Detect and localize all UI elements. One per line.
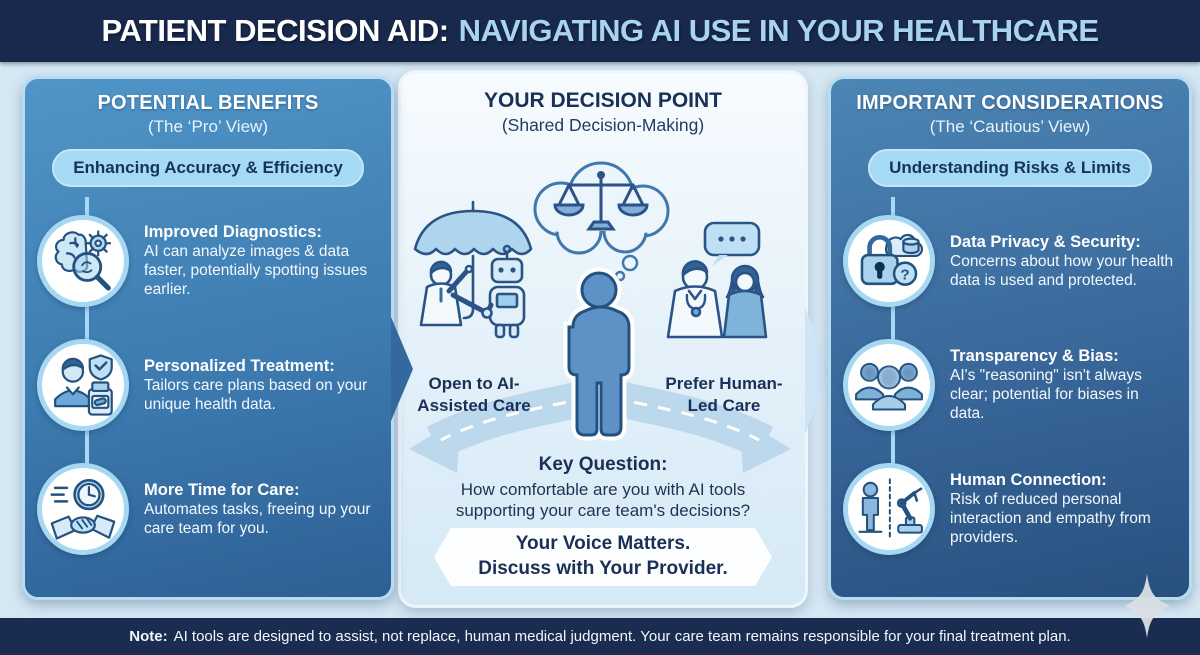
considerations-items: ? Data Privacy & Security: Concerns abou… [831,207,1189,563]
benefits-title: POTENTIAL BENEFITS [97,92,319,114]
header-bar: PATIENT DECISION AID: NAVIGATING AI USE … [0,0,1200,62]
decision-subtitle: (Shared Decision-Making) [501,115,705,135]
benefits-panel-header: POTENTIAL BENEFITS (The ‘Pro’ View) Enha… [25,79,391,187]
footer-note-bar: Note: AI tools are designed to assist, n… [0,618,1200,655]
consideration-item-connection: Human Connection: Risk of reduced person… [831,455,1189,563]
consideration-body: Risk of reduced personal interaction and… [950,491,1151,547]
path-label-human: Prefer Human-Led Care [665,374,783,416]
benefits-subtitle: (The ‘Pro’ View) [148,117,268,136]
note-text: AI tools are designed to assist, not rep… [173,628,1071,645]
key-question-label: Key Question: [538,454,668,475]
balance-scale-thought-bubble [533,161,670,282]
benefit-body: Tailors care plans based on your unique … [144,376,368,413]
blurred-people-icon [855,362,923,411]
consideration-title: Data Privacy & Security: [950,232,1141,251]
benefit-body: AI can analyze images & data faster, pot… [144,243,368,299]
benefit-title: Improved Diagnostics: [144,223,322,242]
considerations-panel-header: IMPORTANT CONSIDERATIONS (The ‘Cautious’… [831,79,1189,187]
clock-handshake-icon [50,479,116,540]
decision-title: YOUR DECISION POINT [483,89,723,112]
page-title: PATIENT DECISION AID: [101,13,449,48]
note-label: Note: [129,628,168,645]
benefit-item-diagnostics: Improved Diagnostics: AI can analyze ima… [25,207,391,315]
sparkle-icon [1124,574,1170,638]
voice-matters-banner: Your Voice Matters. Discuss with Your Pr… [434,528,772,586]
page-title-highlight: NAVIGATING AI USE IN YOUR HEALTHCARE [458,13,1099,48]
consideration-item-transparency: Transparency & Bias: AI's "reasoning" is… [831,331,1189,439]
benefit-item-time: More Time for Care: Automates tasks, fre… [25,455,391,563]
patient-figure [563,267,635,441]
benefit-item-personalized: Personalized Treatment: Tailors care pla… [25,331,391,439]
ai-assisted-scene [413,200,533,339]
doctor-shield-medication-icon [54,354,113,416]
path-label-ai: Open to AI-Assisted Care [417,374,531,416]
question-mark-glyph: ? [900,267,909,284]
key-question: Key Question: How comfortable are you wi… [401,454,805,522]
banner-line2: Discuss with Your Provider. [478,558,728,579]
benefits-pill: Enhancing Accuracy & Efficiency [52,149,364,187]
consideration-item-privacy: ? Data Privacy & Security: Concerns abou… [831,207,1189,315]
padlock-cloud-data-question-icon: ? [860,233,924,286]
key-question-text: How comfortable are you with AI tools su… [455,480,751,521]
benefits-items: Improved Diagnostics: AI can analyze ima… [25,207,391,563]
benefit-title: Personalized Treatment: [144,356,335,375]
human-led-scene [666,221,768,339]
considerations-title: IMPORTANT CONSIDERATIONS [856,92,1164,114]
consideration-body: AI's "reasoning" isn't always clear; pot… [950,367,1142,423]
decision-panel: YOUR DECISION POINT (Shared Decision-Mak… [398,70,829,608]
benefit-title: More Time for Care: [144,480,300,499]
benefits-panel: POTENTIAL BENEFITS (The ‘Pro’ View) Enha… [22,76,413,600]
banner-line1: Your Voice Matters. [515,533,691,555]
brain-gear-magnifier-icon [54,230,112,291]
considerations-subtitle: (The ‘Cautious’ View) [929,117,1091,136]
person-robot-divide-icon [858,478,923,538]
considerations-pill: Understanding Risks & Limits [868,149,1152,187]
consideration-body: Concerns about how your health data is u… [950,252,1174,289]
consideration-title: Transparency & Bias: [950,347,1119,366]
considerations-panel: IMPORTANT CONSIDERATIONS (The ‘Cautious’… [828,76,1192,600]
decision-fork-illustration [409,161,791,473]
consideration-title: Human Connection: [950,471,1107,490]
benefit-body: Automates tasks, freeing up your care te… [144,500,371,537]
